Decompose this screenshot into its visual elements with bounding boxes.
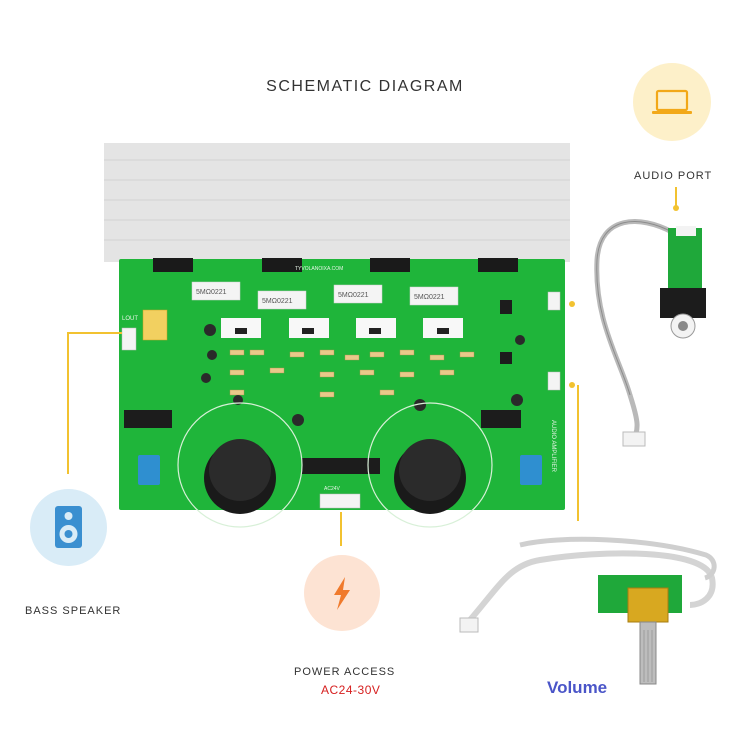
power-access-label: POWER ACCESS bbox=[294, 666, 396, 678]
filter-capacitors bbox=[204, 439, 466, 514]
volume-leader-dot bbox=[569, 382, 575, 388]
volume-potentiometer bbox=[459, 536, 717, 685]
audio-port-badge bbox=[633, 63, 711, 141]
power-access-badge bbox=[304, 555, 380, 631]
volume-label: Volume bbox=[547, 678, 608, 697]
audio-port-cable bbox=[594, 219, 706, 447]
bass-speaker-badge bbox=[30, 489, 107, 566]
laptop-icon bbox=[652, 89, 692, 114]
power-leader bbox=[340, 512, 342, 546]
bass-speaker-label: BASS SPEAKER bbox=[25, 605, 122, 617]
relay-label-3: 5MΩ0221 bbox=[338, 292, 369, 299]
lout-label: LOUT bbox=[122, 316, 138, 322]
side-label: AUDIO AMPLIFIER bbox=[550, 420, 556, 473]
bass-speaker-leader-h bbox=[67, 332, 122, 334]
page-title: SCHEMATIC DIAGRAM bbox=[266, 78, 464, 95]
speaker-icon bbox=[55, 506, 82, 548]
relay-label-1: 5MΩ0221 bbox=[196, 289, 227, 296]
acin-label: AC24V bbox=[324, 486, 341, 492]
board-url: TYVOLANOIXA.COM bbox=[295, 266, 343, 272]
audio-leader-dot bbox=[569, 301, 575, 307]
relay-label-2: 5MΩ0221 bbox=[262, 298, 293, 305]
audio-port-leader bbox=[675, 187, 677, 207]
voltage-label: AC24-30V bbox=[321, 683, 381, 697]
lightning-icon bbox=[334, 577, 350, 610]
volume-leader bbox=[577, 385, 579, 521]
audio-port-dot bbox=[673, 205, 679, 211]
audio-port-label: AUDIO PORT bbox=[634, 170, 713, 182]
bass-speaker-leader-v bbox=[67, 332, 69, 474]
power-transistors bbox=[153, 258, 518, 272]
heatsink bbox=[104, 143, 570, 262]
relay-label-4: 5MΩ0221 bbox=[414, 294, 445, 301]
